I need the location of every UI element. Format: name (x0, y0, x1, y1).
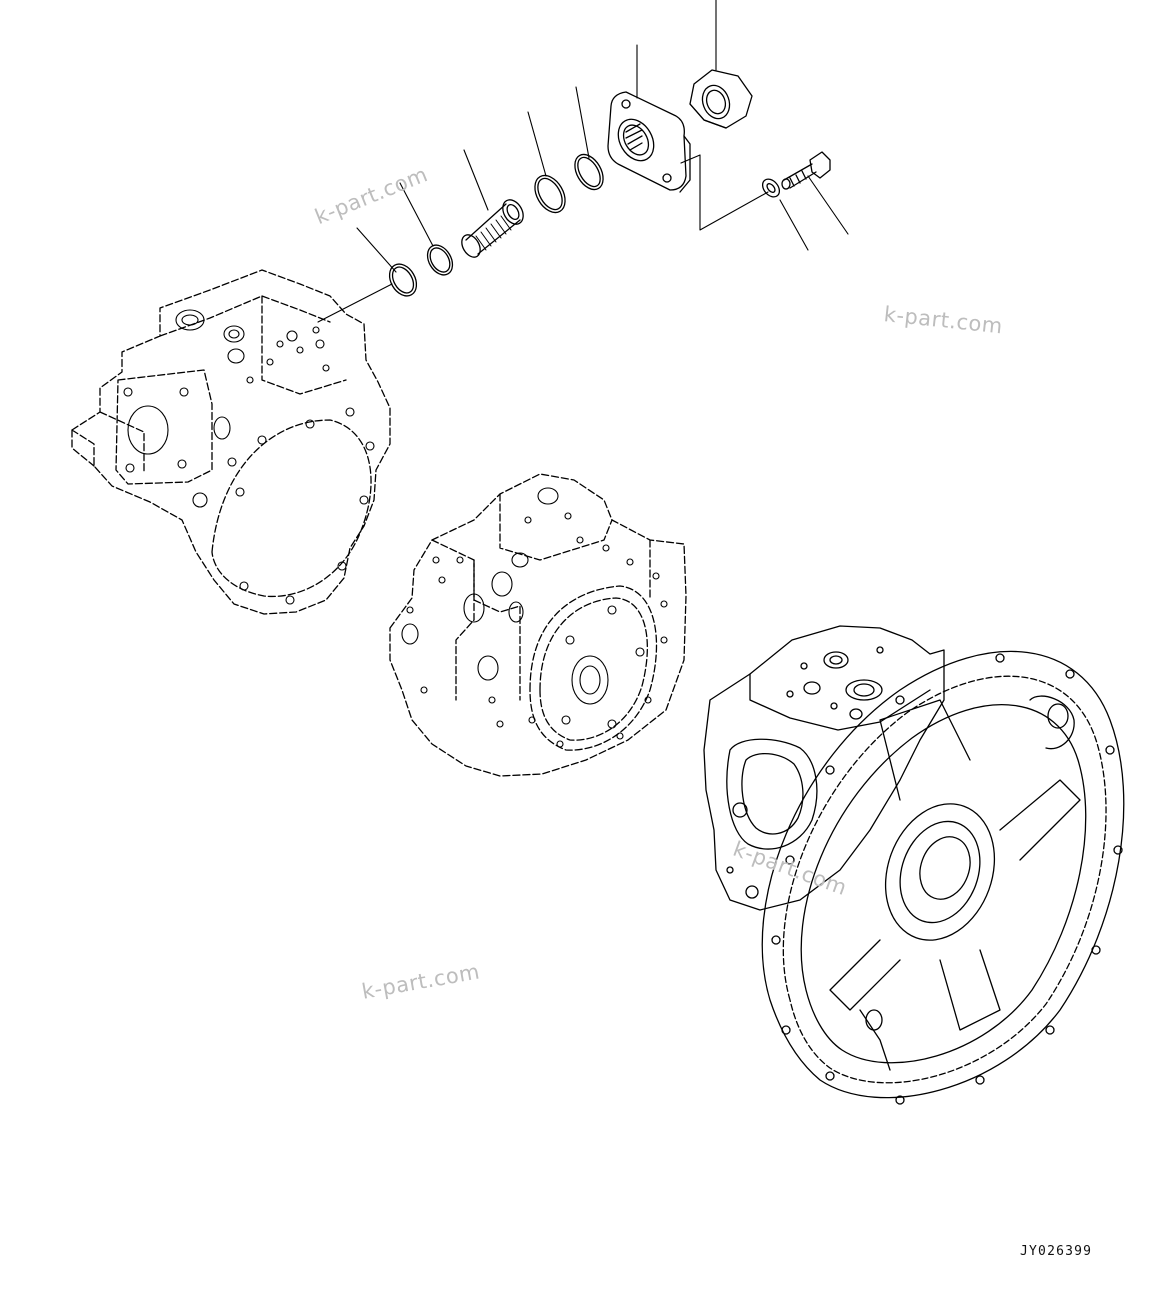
washer (761, 178, 781, 198)
leader-lines (317, 0, 849, 323)
sleeve (461, 199, 524, 258)
o-ring-3 (534, 174, 566, 214)
pump-left-holes (123, 309, 375, 605)
nut (689, 69, 753, 129)
o-ring-2 (426, 244, 454, 276)
bolt (781, 151, 831, 190)
pump-housing-left (71, 269, 391, 615)
drawing-code: JY026399 (1020, 1244, 1093, 1259)
o-ring-1 (388, 263, 418, 297)
pump-middle-holes (401, 487, 668, 748)
flywheel-housing (761, 650, 1125, 1105)
flange (607, 91, 691, 193)
o-ring-4 (574, 153, 604, 191)
pump-housing-right (703, 625, 945, 911)
pump-housing-middle (389, 473, 687, 777)
